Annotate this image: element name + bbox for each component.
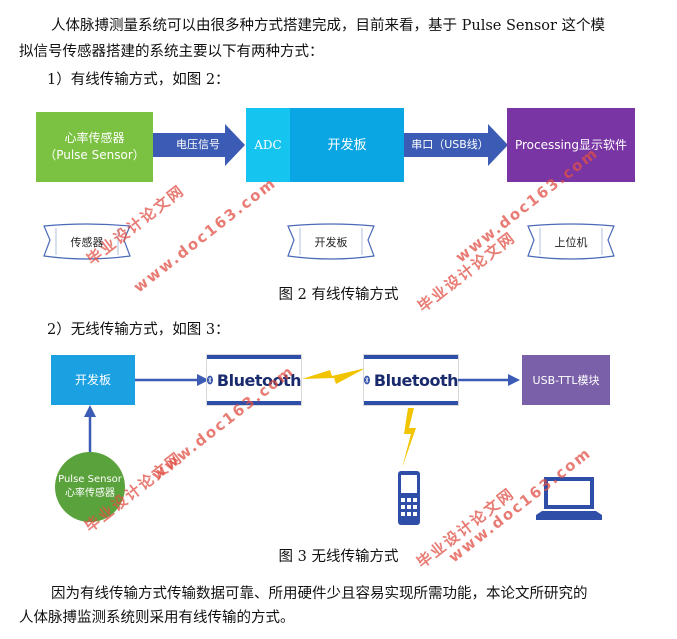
adc-box: ADC xyxy=(246,108,290,182)
bluetooth-module-1: Bluetooth xyxy=(207,355,302,405)
conclusion-line-2: 人体脉搏监测系统则采用有线传输的方式。 xyxy=(19,610,295,626)
pulse-sensor-circle: Pulse Sensor 心率传感器 xyxy=(55,452,125,522)
intro-line-1: 人体脉搏测量系统可以由很多种方式搭建完成，目前来看，基于 Pulse Senso… xyxy=(51,18,606,34)
usb-ttl-module-box: USB-TTL模块 xyxy=(522,355,610,405)
intro-line-2: 拟信号传感器搭建的系统主要以下有两种方式： xyxy=(19,44,324,60)
dev-board-box-2: 开发板 xyxy=(51,355,135,405)
processing-software-box: Processing显示软件 xyxy=(507,108,635,182)
sensor-box-line1: 心率传感器 xyxy=(64,131,125,145)
watermark-url-1: www.doc163.com xyxy=(130,173,280,297)
bluetooth-label-1: Bluetooth xyxy=(216,370,302,390)
laptop-icon xyxy=(536,477,602,520)
voltage-signal-arrow xyxy=(153,124,245,166)
wireless-lightning-vertical xyxy=(402,408,416,468)
figure-3-caption: 图 3 无线传输方式 xyxy=(278,549,399,565)
scroll-label-sensor: 传感器 xyxy=(70,236,104,249)
scroll-label-board: 开发板 xyxy=(314,236,348,249)
conclusion-line-1: 因为有线传输方式传输数据可靠、所用硬件少且容易实现所需功能，本论文所研究的 xyxy=(51,586,588,602)
heart-rate-sensor-box: 心率传感器 （Pulse Sensor） xyxy=(36,112,153,182)
sensor-circle-line2: 心率传感器 xyxy=(65,488,115,499)
board-scroll-shape xyxy=(287,223,375,260)
wired-heading: 1）有线传输方式，如图 2： xyxy=(47,72,230,88)
sensor-circle-line1: Pulse Sensor xyxy=(58,474,122,485)
bluetooth-icon xyxy=(207,375,213,385)
arrow1-label: 电压信号 xyxy=(176,137,220,151)
serial-usb-arrow xyxy=(404,124,508,166)
sensor-box-line2: （Pulse Sensor） xyxy=(44,148,145,162)
bluetooth-module-2: Bluetooth xyxy=(364,355,459,405)
sensor-scroll-shape xyxy=(43,223,131,260)
arrow-bt-to-usbttl xyxy=(458,374,520,386)
wireless-heading: 2）无线传输方式，如图 3： xyxy=(47,322,230,338)
dev-board-box: 开发板 xyxy=(290,108,404,182)
wireless-lightning-horizontal xyxy=(302,368,366,384)
scroll-label-host: 上位机 xyxy=(554,236,588,249)
host-scroll-shape xyxy=(527,223,615,260)
arrow-sensor-to-board xyxy=(84,405,96,453)
figure-2-caption: 图 2 有线传输方式 xyxy=(278,287,399,303)
mobile-phone-icon xyxy=(398,471,420,525)
bluetooth-icon xyxy=(364,375,370,385)
bluetooth-label-2: Bluetooth xyxy=(373,370,459,390)
arrow-board-to-bt xyxy=(135,374,209,386)
arrow2-label: 串口（USB线） xyxy=(411,137,489,151)
